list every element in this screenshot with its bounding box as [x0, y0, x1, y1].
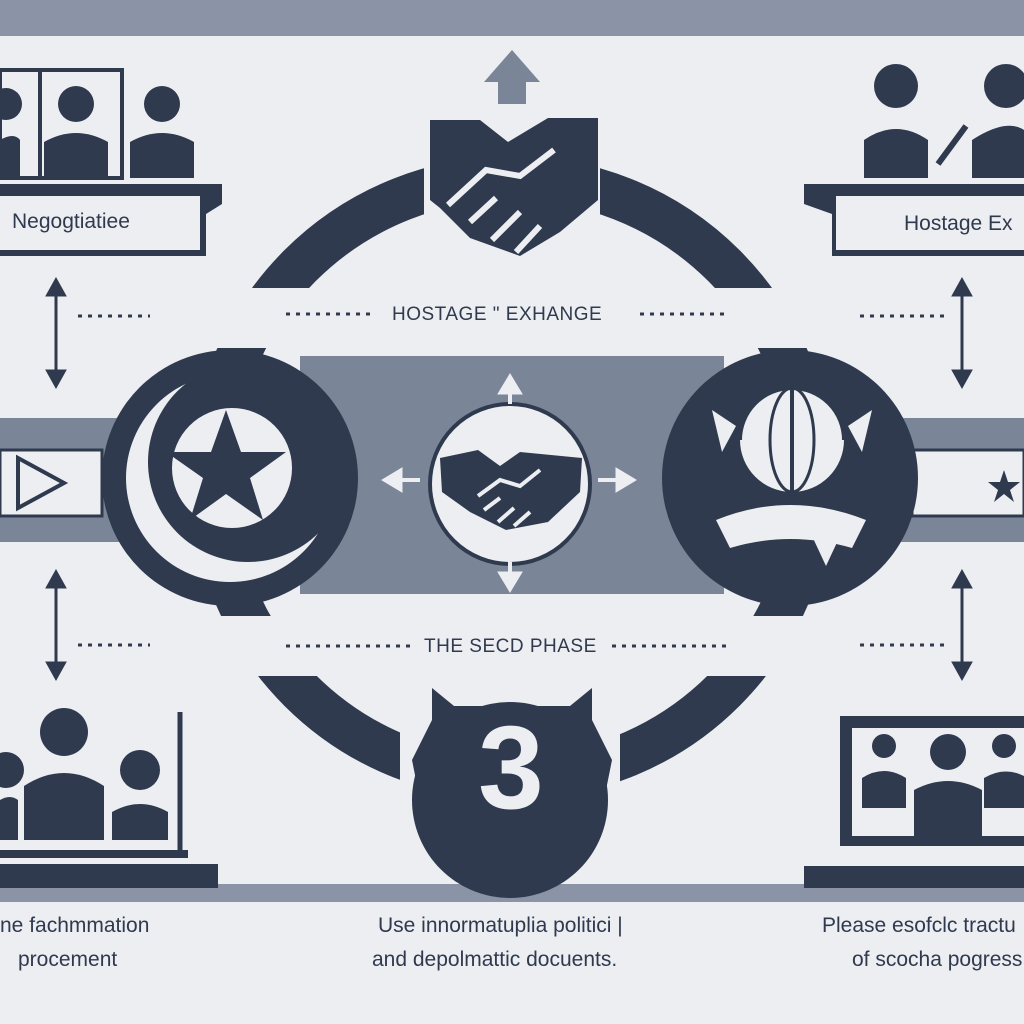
- ring-gap-bottom: [180, 616, 844, 676]
- top-up-arrow: [484, 50, 540, 104]
- globe-emblem: [662, 350, 918, 606]
- left-play-arrow: [16, 454, 69, 512]
- top-right-panel-label: Hostage Ex: [904, 212, 1013, 235]
- top-left-panel-label: Negogtiatiee: [12, 210, 130, 233]
- bottom-left-people-panel: [0, 708, 218, 888]
- footer-right-line1: Please esofclc tractu: [822, 914, 1016, 937]
- footer-left-line2: procement: [18, 948, 118, 971]
- footer-center-line2: and depolmattic docuents.: [372, 948, 618, 971]
- top-band: [0, 0, 1024, 36]
- vertical-double-arrows: [45, 276, 973, 682]
- cycle-top-label: HOSTAGE " EXHANGE: [392, 304, 603, 325]
- cycle-bottom-label: THE SECD PHASE: [424, 636, 597, 657]
- center-arrows: [381, 373, 637, 593]
- dotted-connectors: [78, 312, 944, 648]
- ring-gap-top: [180, 288, 844, 348]
- footer-left-line1: ne fachmmation: [0, 914, 150, 937]
- right-star-icon: [988, 470, 1020, 502]
- footer-right-line2: of scocha pogress: [852, 948, 1023, 971]
- footer-center-line1: Use innormatuplia politici |: [378, 914, 623, 937]
- crescent-star-emblem: [102, 350, 358, 606]
- top-left-people-panel: [0, 68, 222, 256]
- handshake-icon-center: [428, 402, 592, 566]
- step-badge: [400, 672, 620, 898]
- bottom-right-laptop-panel: [804, 716, 1024, 888]
- top-right-people-panel: [804, 64, 1024, 256]
- handshake-icon-top: [424, 112, 600, 262]
- bottom-band-light: [0, 902, 1024, 1024]
- step-number: 3: [478, 702, 544, 834]
